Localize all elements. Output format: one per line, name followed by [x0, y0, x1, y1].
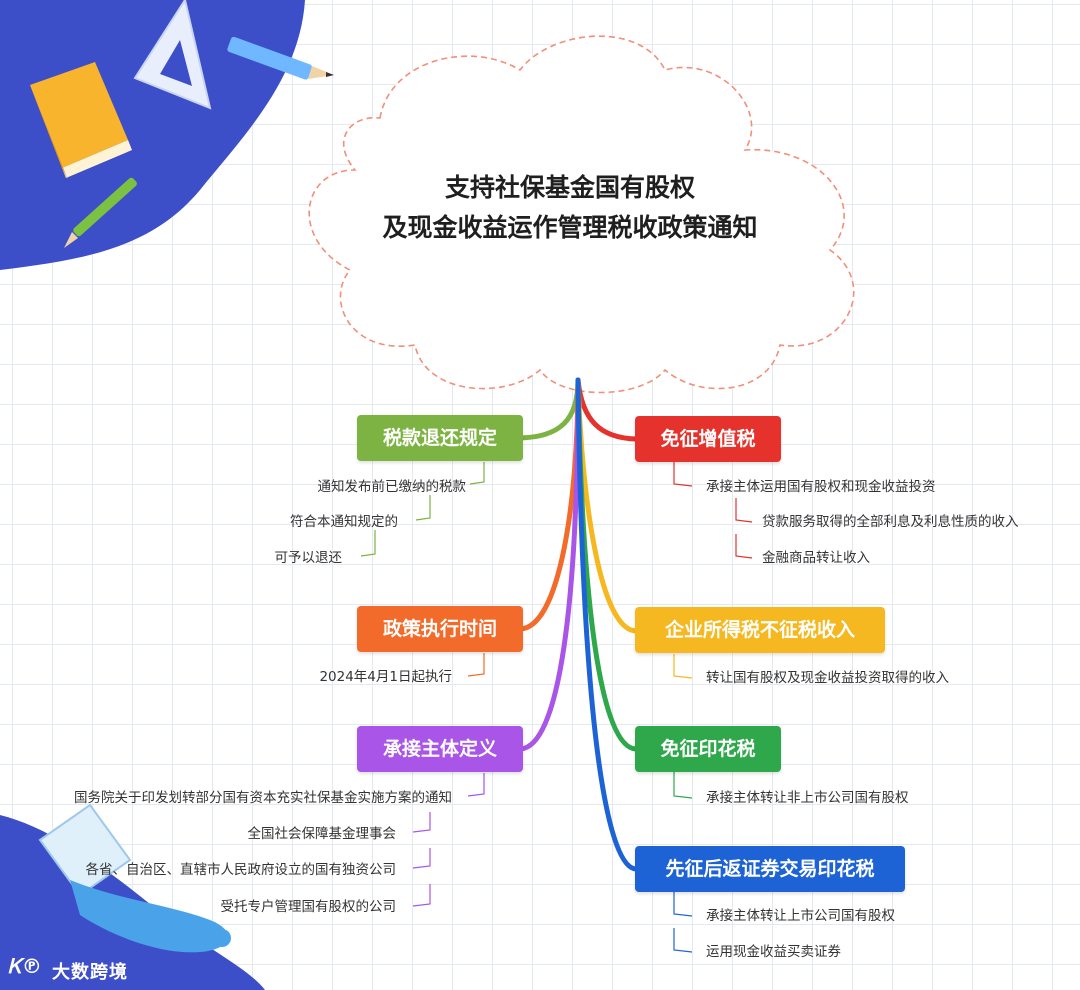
leaf-entity-4: 受托专户管理国有股权的公司 — [221, 898, 397, 916]
leaf-entity-3: 各省、自治区、直辖市人民政府设立的国有独资公司 — [86, 861, 397, 879]
mind-map-title: 支持社保基金国有股权 及现金收益运作管理税收政策通知 — [290, 168, 850, 248]
leaf-time-1: 2024年4月1日起执行 — [319, 668, 452, 686]
leaf-refund-stamp-1: 承接主体转让上市公司国有股权 — [706, 907, 895, 925]
leaf-refund-1: 通知发布前已缴纳的税款 — [318, 478, 467, 496]
leaf-vat-1: 承接主体运用国有股权和现金收益投资 — [706, 478, 936, 496]
node-vat-exemption: 免征增值税 — [635, 416, 781, 462]
title-line-1: 支持社保基金国有股权 — [290, 168, 850, 208]
node-entity-definition: 承接主体定义 — [357, 726, 523, 772]
node-stamp-duty-exemption: 免征印花税 — [635, 726, 781, 772]
leaf-entity-2: 全国社会保障基金理事会 — [248, 825, 397, 843]
node-tax-refund-rules: 税款退还规定 — [357, 415, 523, 461]
leaf-refund-2: 符合本通知规定的 — [290, 513, 398, 531]
leaf-vat-sub-1: 贷款服务取得的全部利息及利息性质的收入 — [762, 513, 1019, 531]
title-line-2: 及现金收益运作管理税收政策通知 — [290, 208, 850, 248]
leaf-refund-stamp-2: 运用现金收益买卖证券 — [706, 943, 841, 961]
leaf-entity-1: 国务院关于印发划转部分国有资本充实社保基金实施方案的通知 — [74, 789, 452, 807]
leaf-stamp-1: 承接主体转让非上市公司国有股权 — [706, 789, 909, 807]
brand-name: 大数跨境 — [52, 958, 128, 984]
brand-logo: Ꮶ℗ — [8, 954, 42, 978]
leaf-refund-3: 可予以退还 — [275, 549, 343, 567]
node-stamp-duty-refund: 先征后返证券交易印花税 — [635, 846, 905, 892]
leaf-cit-1: 转让国有股权及现金收益投资取得的收入 — [706, 669, 949, 687]
node-cit-non-taxable: 企业所得税不征税收入 — [635, 607, 885, 653]
node-policy-effective-time: 政策执行时间 — [357, 606, 523, 652]
blue-wave-top-left — [0, 0, 305, 270]
connector-refund-stamp — [578, 380, 636, 869]
leaf-vat-sub-2: 金融商品转让收入 — [762, 549, 870, 567]
